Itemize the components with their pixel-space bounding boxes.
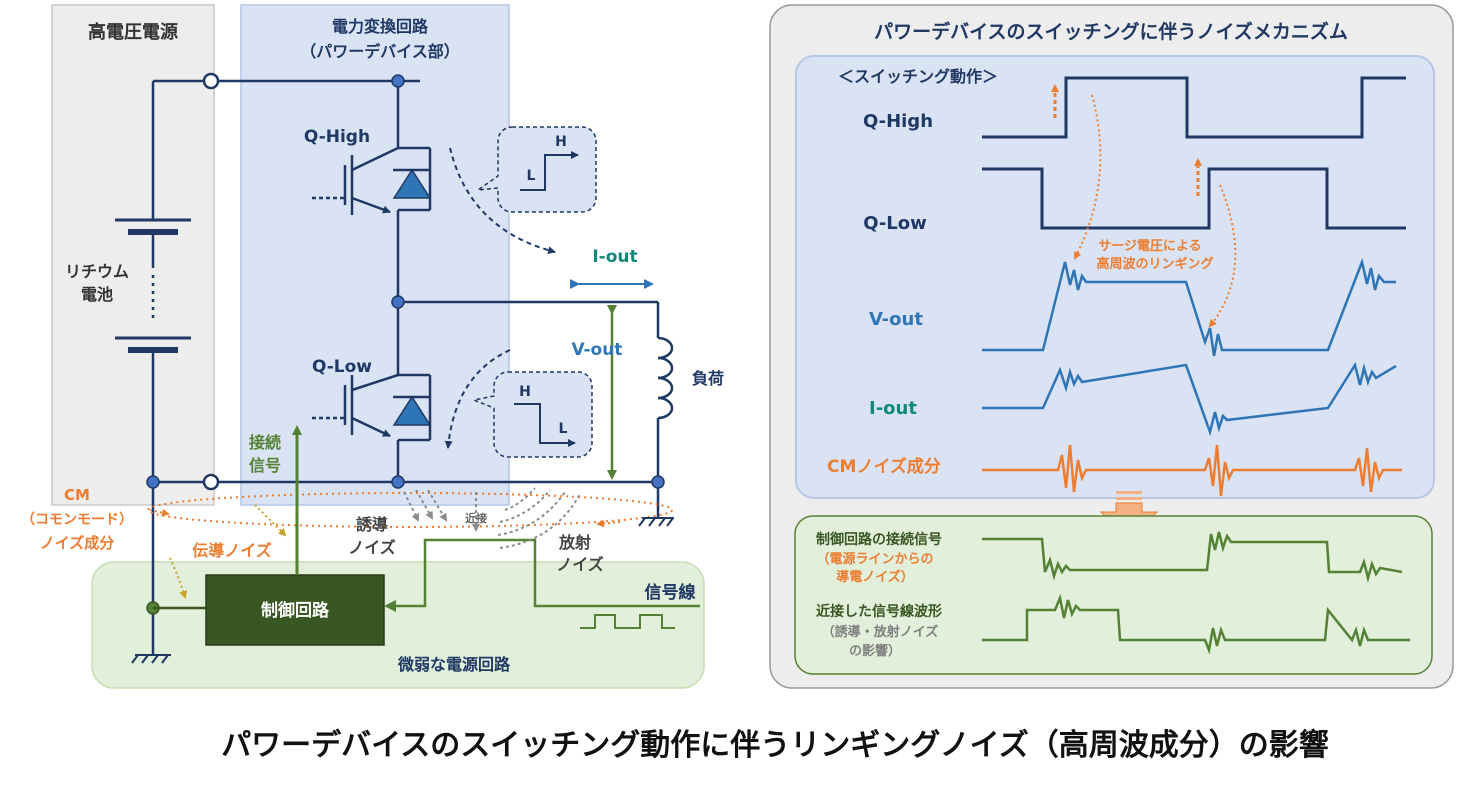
near-signal-label-1: 近接した信号線波形 — [816, 603, 942, 620]
q-low-waveform — [982, 167, 1406, 230]
signal-line — [392, 538, 700, 608]
signal-line-arrowhead — [384, 600, 396, 612]
high-switch-arrow — [449, 147, 556, 255]
cm-label-1: CM — [64, 486, 90, 504]
surge-note-2: 高周波のリンギング — [1096, 256, 1213, 272]
induced-noise-label-2: ノイズ — [348, 538, 396, 557]
q-high-label: Q-High — [304, 127, 370, 147]
cm-label-3: ノイズ成分 — [40, 534, 115, 552]
cm-noise-wave-label: CMノイズ成分 — [827, 456, 941, 477]
cm-noise-waveform — [982, 444, 1402, 497]
mechanism-title: パワーデバイスのスイッチングに伴うノイズメカニズム — [874, 20, 1348, 43]
bubble-high-l: L — [527, 168, 536, 184]
q-low-diode-icon — [392, 395, 432, 426]
weak-supply-label: 微弱な電源回路 — [397, 655, 511, 674]
cm-loop-arrow-right — [596, 519, 621, 528]
ctrl-signal-label-1: 制御回路の接続信号 — [816, 531, 942, 548]
converter-title-2: （パワーデバイス部） — [300, 42, 460, 61]
signal-line-label: 信号線 — [645, 582, 696, 603]
bubble-low-h: H — [519, 384, 531, 400]
control-circuit-label: 制御回路 — [261, 600, 330, 621]
switching-label: ＜スイッチング動作＞ — [838, 67, 998, 86]
conducted-noise-label: 伝導ノイズ — [192, 541, 272, 560]
battery-label-1: リチウム — [65, 262, 129, 281]
v-out-waveform — [982, 257, 1396, 357]
radiated-noise-label-2: ノイズ — [556, 555, 604, 574]
connect-signal-label-2: 信号 — [249, 456, 281, 475]
proximity-label: 近接 — [465, 511, 487, 525]
q-low-wave-label: Q-Low — [863, 213, 927, 234]
induced-noise-label-1: 誘導 — [356, 515, 388, 534]
q-low-transistor — [312, 373, 432, 442]
radiated-noise-label-1: 放射 — [558, 533, 591, 552]
low-switch-arrow — [444, 349, 511, 449]
q-high-transistor — [312, 140, 432, 215]
q-high-diode-icon — [392, 168, 432, 199]
figure-caption: パワーデバイスのスイッチング動作に伴うリンギングノイズ（高周波成分）の影響 — [221, 728, 1329, 763]
hv-supply-panel — [51, 4, 215, 506]
converter-title-1: 電力変換回路 — [332, 17, 429, 36]
bubble-high-h: H — [555, 134, 567, 150]
load-inductor-icon — [657, 336, 674, 420]
near-signal-waveform — [982, 593, 1410, 655]
battery-label-2: 電池 — [81, 285, 113, 304]
switching-panel — [795, 55, 1435, 499]
q-high-wave-label: Q-High — [863, 111, 933, 132]
cm-label-2: （コモンモード） — [21, 512, 133, 528]
converter-panel — [240, 4, 510, 506]
q-high-waveform — [982, 76, 1406, 139]
battery-symbol — [115, 218, 191, 353]
ctrl-signal-label-2: （電源ラインからの — [816, 551, 933, 567]
i-out-wave-label: I-out — [869, 398, 917, 419]
ctrl-signal-waveform — [982, 531, 1403, 583]
induced-noise-arcs — [403, 487, 581, 549]
circuit-nodes — [146, 72, 665, 615]
hv-supply-title: 高電圧電源 — [88, 21, 178, 43]
connect-signal-label-1: 接続 — [249, 433, 281, 452]
surge-link-curve-1 — [1074, 94, 1102, 260]
q-low-label: Q-Low — [312, 357, 372, 377]
ground-symbol-icon — [131, 654, 171, 664]
surge-note-1: サージ電圧による — [1098, 239, 1201, 254]
bubble-low — [471, 371, 593, 458]
cm-noise-loop — [147, 492, 673, 528]
i-out-label: I-out — [592, 247, 637, 267]
v-out-wave-label: V-out — [869, 309, 923, 330]
ground-symbol-load-icon — [638, 517, 674, 527]
near-signal-label-3: の影響） — [849, 643, 901, 659]
near-signal-label-2: （誘導・放射ノイズ — [822, 624, 939, 640]
surge-link-curve-2 — [1208, 184, 1237, 328]
signal-line-pulse-icon — [580, 614, 675, 629]
control-circuit-block — [205, 574, 385, 646]
bubble-low-l: L — [559, 421, 568, 437]
conducted-noise-arrow-1 — [254, 504, 287, 537]
bubble-high — [475, 126, 597, 213]
ctrl-signal-label-3: 導電ノイズ） — [836, 569, 914, 585]
i-out-waveform — [982, 361, 1397, 437]
cm-loop-arrow-left — [149, 508, 170, 517]
load-label: 負荷 — [692, 369, 724, 388]
v-out-label: V-out — [572, 340, 623, 360]
signal-effect-panel — [794, 515, 1433, 675]
